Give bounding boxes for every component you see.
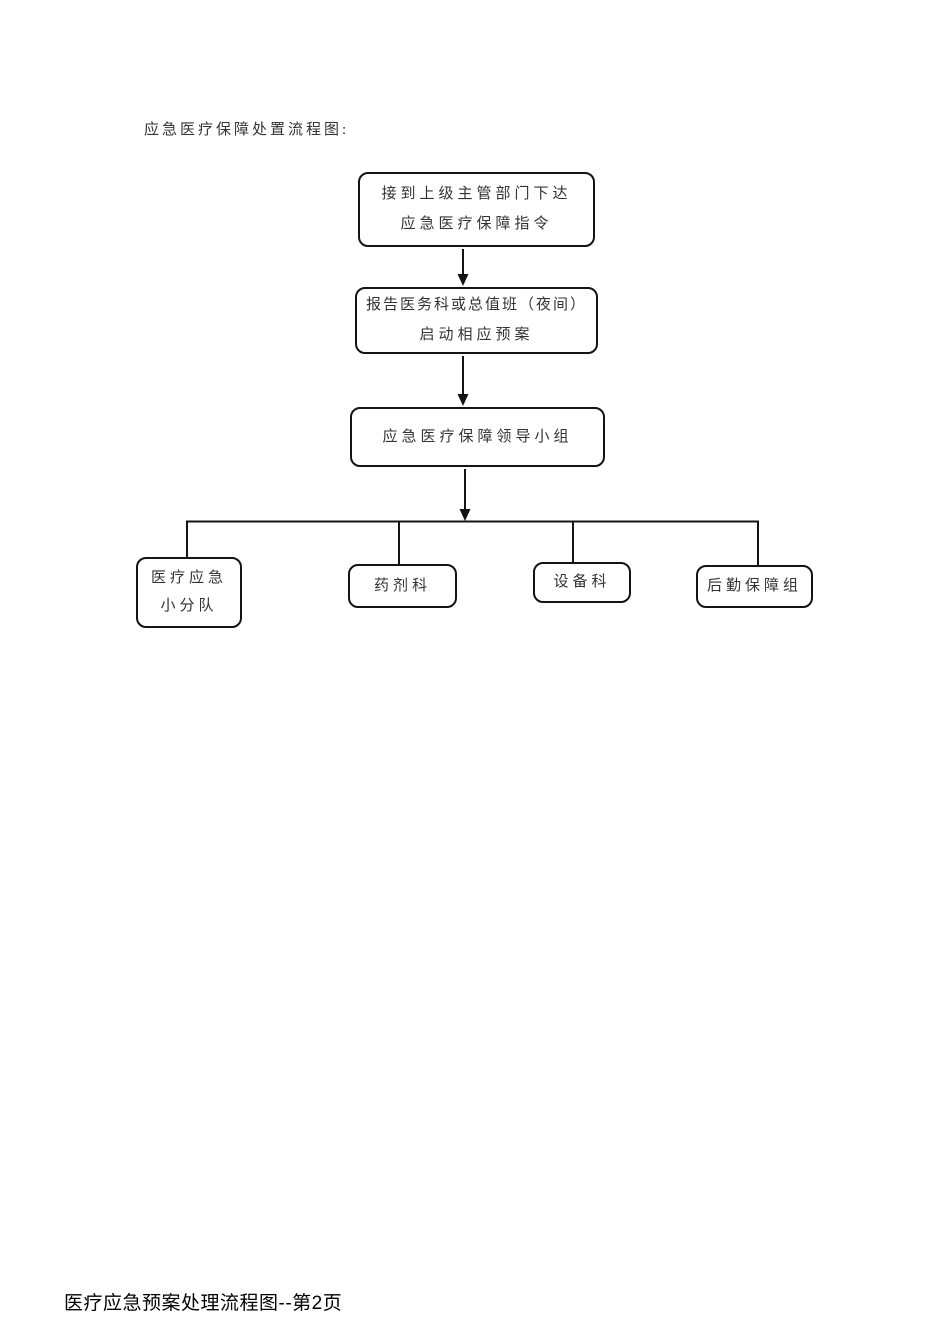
- flow-node-equipment-label: 设备科: [553, 574, 611, 590]
- flow-node-logistics-label: 后勤保障组: [706, 578, 802, 594]
- flow-node-report-line2: 启动相应预案: [419, 327, 534, 343]
- flow-node-pharmacy-label: 药剂科: [373, 577, 431, 594]
- flow-node-leading-group: 应急医疗保障领导小组: [350, 407, 605, 467]
- flow-node-logistics: 后勤保障组: [696, 565, 813, 608]
- flow-node-medical-team: 医疗应急 小分队: [136, 557, 242, 628]
- flow-node-pharmacy: 药剂科: [348, 564, 457, 608]
- flow-node-medical-team-line2: 小分队: [160, 598, 218, 614]
- flow-node-directive: 接到上级主管部门下达 应急医疗保障指令: [358, 172, 595, 247]
- flow-node-directive-line2: 应急医疗保障指令: [400, 216, 553, 232]
- flow-node-equipment: 设备科: [533, 562, 631, 603]
- connector-arrow-3-head: [459, 509, 471, 521]
- flow-node-directive-line1: 接到上级主管部门下达: [381, 186, 572, 202]
- flow-node-report-line1: 报告医务科或总值班（夜间）: [365, 297, 587, 313]
- flow-node-report: 报告医务科或总值班（夜间） 启动相应预案: [355, 287, 598, 354]
- connector-arrow-2-head: [457, 394, 469, 406]
- flow-node-medical-team-line1: 医疗应急: [150, 570, 227, 586]
- page-title: 应急医疗保障处置流程图:: [144, 122, 350, 138]
- flow-node-leading-group-label: 应急医疗保障领导小组: [382, 428, 573, 445]
- connector-arrow-1-head: [457, 274, 469, 286]
- page-footer: 医疗应急预案处理流程图--第2页: [64, 1293, 343, 1314]
